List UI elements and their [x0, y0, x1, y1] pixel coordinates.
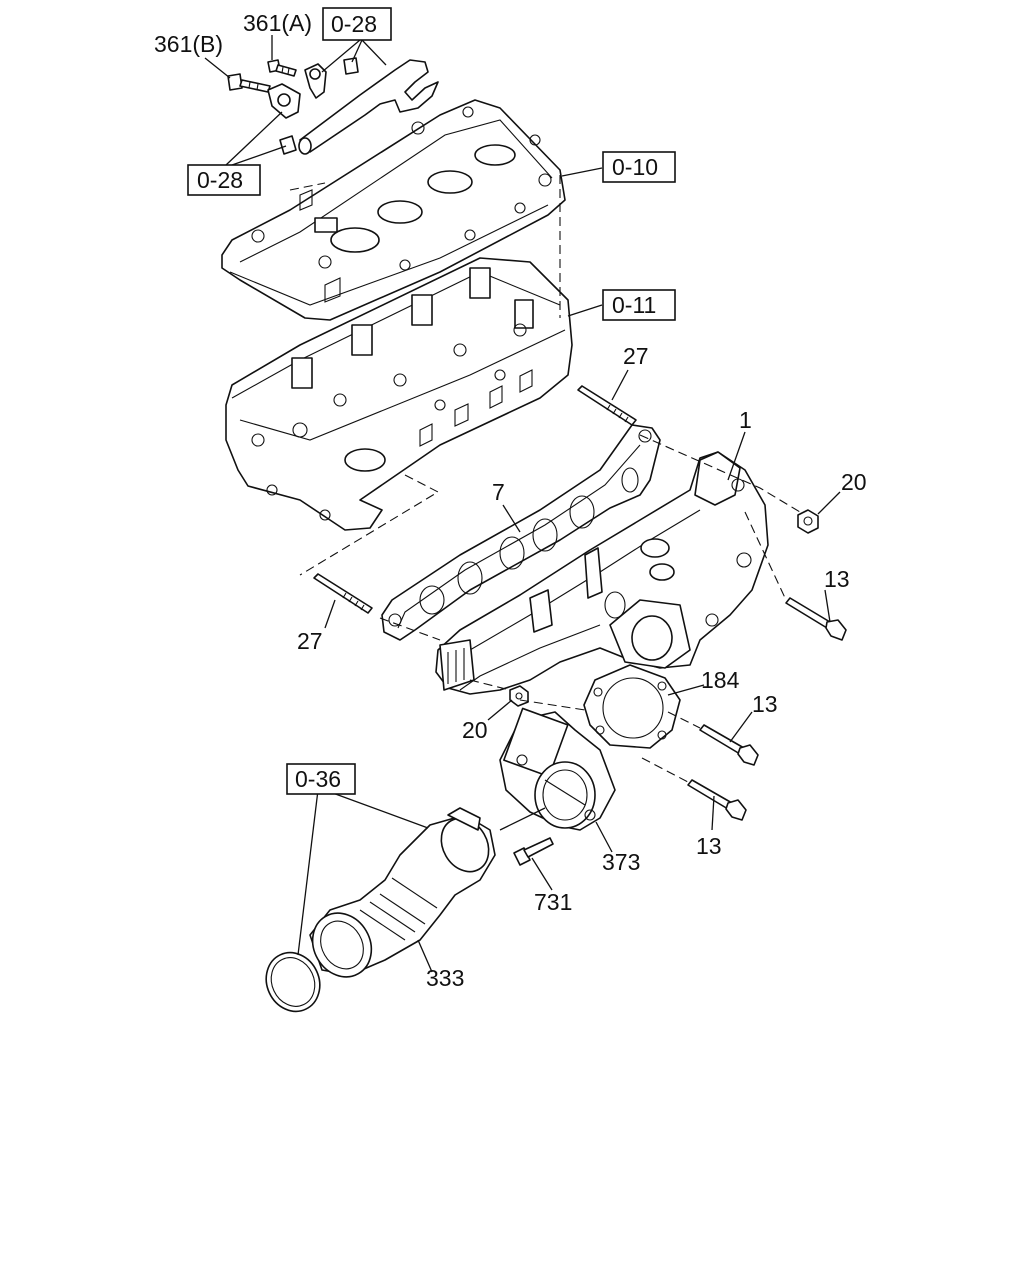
callout-part-27-left: 27 — [297, 628, 323, 654]
callout-part-333: 333 — [426, 965, 464, 991]
callout-part-20-left: 20 — [462, 717, 488, 743]
bolt-13-middle — [699, 724, 759, 766]
callout-ref-0-10: 0-10 — [612, 154, 658, 180]
bolt-13-upper — [785, 597, 847, 641]
hose-fitting — [279, 135, 297, 155]
callout-part-184: 184 — [701, 667, 740, 693]
bolt-13-lower — [687, 779, 747, 821]
callout-part-13-b: 13 — [752, 691, 778, 717]
ref-box-0-28-top — [322, 7, 392, 41]
hose-clamp-lower — [265, 951, 321, 1013]
callout-361b: 361(B) — [154, 31, 223, 57]
intake-hose — [309, 814, 496, 978]
throttle-gasket — [583, 664, 681, 749]
cylinder-head — [225, 257, 573, 531]
nut-20-left — [509, 685, 529, 707]
breather-hose — [298, 59, 439, 155]
callout-part-731: 731 — [534, 889, 572, 915]
hose-clip-upper — [304, 63, 327, 99]
callout-ref-0-28-top: 0-28 — [331, 11, 377, 37]
intake-manifold-gasket — [381, 424, 661, 641]
hose-clip-lower — [267, 83, 301, 119]
throttle-body — [499, 707, 616, 831]
stud-27-upper — [577, 385, 637, 426]
callout-part-20-right: 20 — [841, 469, 867, 495]
ref-box-0-36 — [286, 763, 356, 795]
callout-ref-0-28-left: 0-28 — [197, 167, 243, 193]
nut-20-right — [797, 509, 819, 534]
callout-ref-0-36: 0-36 — [295, 766, 341, 792]
callout-ref-0-11: 0-11 — [612, 292, 656, 318]
ref-box-0-10 — [602, 151, 676, 183]
stud-27-lower — [313, 573, 373, 614]
hose-clip-small — [343, 57, 359, 75]
hose-clamp-upper — [447, 807, 481, 831]
bolt-731 — [513, 837, 554, 866]
callout-part-13-a: 13 — [824, 566, 850, 592]
callout-part-373: 373 — [602, 849, 640, 875]
bolt-361b — [227, 73, 271, 93]
callout-part-13-c: 13 — [696, 833, 722, 859]
intake-manifold — [435, 451, 769, 695]
ref-box-0-11 — [602, 289, 676, 321]
assembly-lines — [289, 175, 801, 783]
leader-lines — [204, 35, 841, 973]
callout-part-7: 7 — [492, 479, 505, 505]
ref-box-0-28-left — [187, 164, 261, 196]
bolt-361a — [267, 59, 297, 77]
callout-part-27-top: 27 — [623, 343, 649, 369]
callout-361a: 361(A) — [243, 10, 312, 36]
camshaft-carrier — [221, 99, 566, 321]
callout-part-1: 1 — [739, 407, 752, 433]
